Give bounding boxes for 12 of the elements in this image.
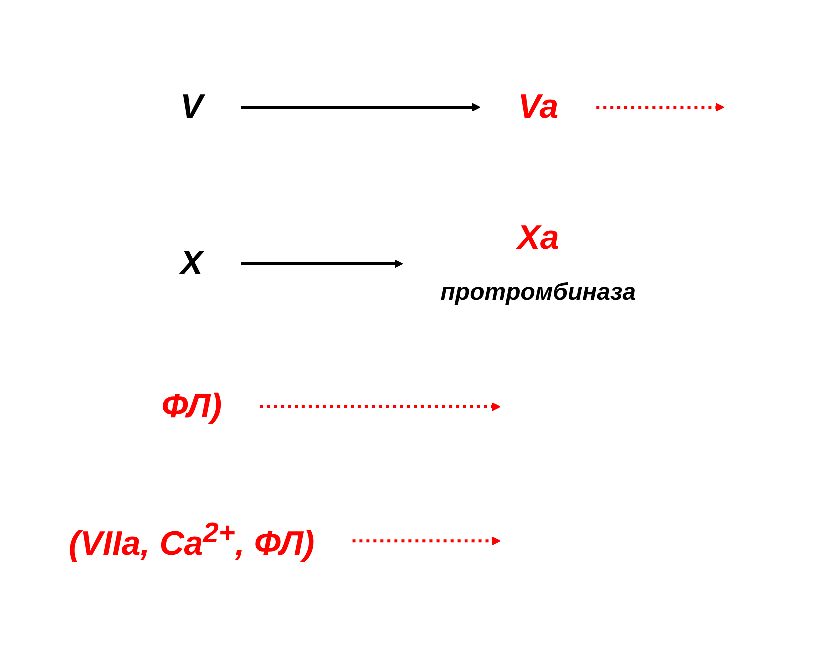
node-text: (VIIa, Ca$^{2+}$, ФЛ)	[69, 518, 316, 563]
node-label: протромбиназа	[441, 279, 637, 306]
arrow	[242, 103, 482, 112]
node-text: Xa	[518, 219, 560, 258]
node-text: X	[180, 244, 204, 283]
node-text: V	[180, 88, 204, 126]
dotted-arrow	[353, 536, 502, 546]
node-text: Va	[518, 88, 560, 126]
dotted-arrow	[597, 103, 725, 112]
node-text: ФЛ)	[162, 388, 223, 426]
arrow	[242, 260, 404, 268]
dotted-arrow	[260, 402, 502, 412]
